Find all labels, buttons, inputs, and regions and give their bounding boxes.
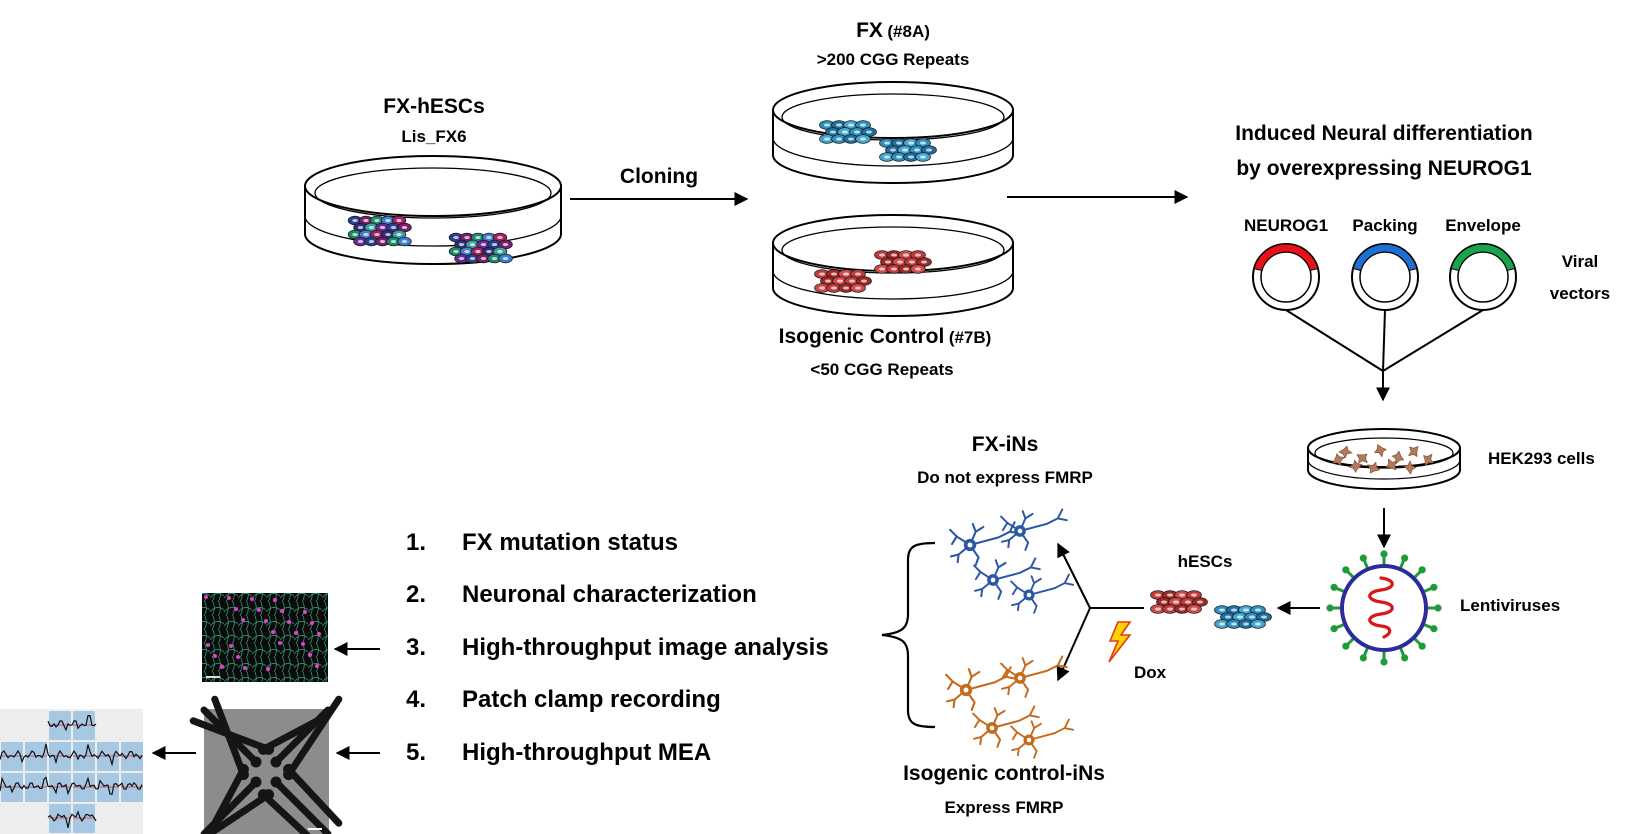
fx-colony [819,120,877,144]
control-colony [814,269,872,293]
hescs-petri-dish [304,155,562,265]
hescs-small-label: hESCs [1177,552,1233,571]
fx-clone-repeats: >200 CGG Repeats [816,50,970,69]
vector-label-packing: Packing [1352,216,1418,235]
lentivirus-icon [1326,550,1442,666]
assay-number: 5. [406,739,427,766]
control-clone-title: Isogenic Control [778,325,945,348]
viral-vectors-label-1: Viral [1561,252,1599,271]
induction-line-1: Induced Neural differentiation [1235,122,1533,145]
assay-item: High-throughput image analysis [462,634,829,661]
mixed-colony [448,232,513,264]
hescs-line-name: Lis_FX6 [401,127,467,146]
induction-line-2: by overexpressing NEUROG1 [1236,157,1532,180]
viral-vector-packing [1351,243,1419,311]
hek293-dish [1307,428,1461,490]
vector-label-neurog1: NEUROG1 [1243,216,1329,235]
fx-clone-code: (#8A) [887,22,930,41]
fx-clone-heading: FX (#8A) [856,19,930,43]
assay-item: Neuronal characterization [462,581,757,608]
assay-number: 3. [406,634,427,661]
hescs-colony-control [1150,590,1208,614]
assay-item: High-throughput MEA [462,739,712,766]
viral-vectors-label-2: vectors [1549,284,1611,303]
vector-merge-lines [1285,309,1484,402]
hek293-cells [1332,443,1434,475]
control-clone-repeats: <50 CGG Repeats [810,360,954,379]
control-clone-code: (#7B) [948,328,992,347]
control-clone-heading: Isogenic Control (#7B) [779,325,992,349]
mixed-colony [347,215,412,247]
lentiviruses-label: Lentiviruses [1460,596,1561,615]
fx-neurons [949,508,1075,614]
viral-vector-neurog1 [1252,243,1320,311]
curly-brace [881,541,936,729]
fx-clone-dish [772,81,1014,184]
fx-colony [879,138,937,162]
hescs-title: FX-hESCs [383,95,485,118]
fx-ins-subtitle: Do not express FMRP [917,468,1093,487]
assay-number: 1. [406,529,427,556]
assay-number: 2. [406,581,427,608]
assay-item: FX mutation status [462,529,679,556]
vector-label-envelope: Envelope [1445,216,1521,235]
assay-item: Patch clamp recording [462,686,721,713]
control-ins-title: Isogenic control-iNs [903,762,1105,785]
control-colony [874,250,932,274]
control-neurons [945,655,1075,759]
hek293-label: HEK293 cells [1488,449,1595,468]
cloning-label: Cloning [619,165,699,188]
dox-label: Dox [1133,663,1167,682]
control-clone-dish [772,214,1014,317]
differentiation-fork [1056,542,1144,682]
dox-lightning-icon [1108,621,1132,663]
viral-vector-envelope [1449,243,1517,311]
mea-traces-panel [0,709,143,834]
assay-number: 4. [406,686,427,713]
fx-clone-title: FX [856,19,883,42]
mea-electrode-thumbnail [189,695,343,834]
imaging-thumbnail [202,593,328,682]
hescs-colony-fx [1214,605,1272,629]
control-ins-subtitle: Express FMRP [944,798,1064,817]
fx-ins-title: FX-iNs [971,433,1039,456]
